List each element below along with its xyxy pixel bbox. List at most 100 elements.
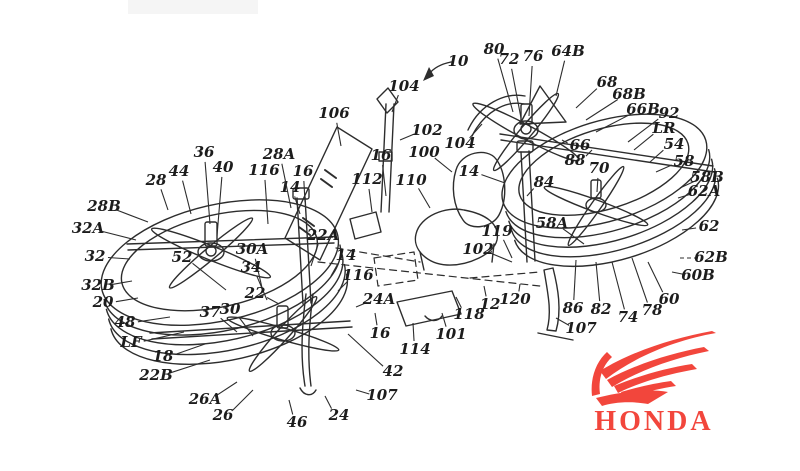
leader-line-104 bbox=[469, 123, 483, 139]
leader-line-26 bbox=[232, 389, 254, 411]
ref-numeral-14: 14 bbox=[459, 162, 480, 180]
leader-line-14 bbox=[481, 174, 506, 184]
ref-numeral-60B: 60B bbox=[681, 266, 715, 284]
leader-line-120 bbox=[518, 283, 521, 292]
leader-line-68B bbox=[585, 99, 619, 121]
ref-numeral-66B: 66B bbox=[626, 100, 660, 118]
leader-line-114 bbox=[412, 322, 415, 342]
backrest bbox=[452, 94, 526, 228]
right-landing-leg bbox=[537, 267, 574, 341]
leader-line-100 bbox=[434, 157, 453, 173]
leader-line-22A bbox=[310, 244, 319, 267]
ref-numeral-14: 14 bbox=[280, 178, 301, 196]
ref-numeral-68B: 68B bbox=[612, 85, 646, 103]
ref-numeral-114: 114 bbox=[399, 340, 430, 358]
scan-artifact-strip bbox=[128, 0, 258, 14]
leader-line-32A bbox=[100, 230, 137, 241]
left-steering-mast bbox=[292, 187, 312, 305]
ref-numeral-92: 92 bbox=[659, 104, 680, 122]
leader-line-80 bbox=[497, 58, 514, 113]
ref-numeral-LF: LF bbox=[119, 333, 143, 351]
ref-numeral-66: 66 bbox=[570, 136, 591, 154]
left-front-rotor bbox=[150, 217, 272, 289]
ref-numeral-82: 82 bbox=[591, 300, 612, 318]
ref-numeral-36: 36 bbox=[194, 143, 215, 161]
leader-line-24A bbox=[355, 302, 367, 308]
ref-numeral-102: 102 bbox=[411, 121, 442, 139]
ref-numeral-22: 22 bbox=[244, 284, 266, 302]
ref-numeral-74: 74 bbox=[618, 308, 639, 326]
leader-line-58B bbox=[679, 180, 696, 189]
windshield bbox=[284, 126, 373, 261]
ref-numeral-106: 106 bbox=[318, 104, 350, 122]
leader-line-32 bbox=[107, 256, 131, 260]
leader-line-60 bbox=[647, 261, 664, 293]
ref-numeral-62B: 62B bbox=[694, 248, 728, 266]
ref-numeral-20: 20 bbox=[92, 293, 114, 311]
leader-line-112 bbox=[368, 188, 373, 213]
leader-line-22 bbox=[266, 296, 280, 305]
seat bbox=[414, 208, 499, 271]
ref-numeral-107: 107 bbox=[565, 319, 597, 337]
ref-numeral-32A: 32A bbox=[72, 219, 105, 237]
left-rear-rotor bbox=[226, 295, 340, 373]
leader-line-36 bbox=[204, 161, 211, 225]
leader-line-82 bbox=[595, 261, 601, 302]
leader-line-34 bbox=[256, 275, 268, 301]
ref-numeral-37: 37 bbox=[200, 303, 221, 321]
ref-numeral-68: 68 bbox=[597, 73, 618, 91]
ref-numeral-120: 120 bbox=[499, 290, 531, 308]
ref-numeral-116: 116 bbox=[342, 266, 374, 284]
ref-numeral-16: 16 bbox=[370, 324, 391, 342]
honda-wing-icon bbox=[591, 331, 716, 406]
leader-line-32B bbox=[110, 280, 133, 286]
ref-numeral-18: 18 bbox=[153, 347, 174, 365]
ref-numeral-62: 62 bbox=[699, 217, 720, 235]
ref-numeral-16: 16 bbox=[293, 162, 314, 180]
leader-line-37 bbox=[220, 317, 238, 333]
leader-line-86 bbox=[573, 259, 577, 301]
ref-numeral-26: 26 bbox=[212, 406, 234, 424]
leader-line-62 bbox=[681, 227, 697, 231]
leader-line-107 bbox=[355, 389, 370, 395]
leader-line-110 bbox=[418, 188, 431, 209]
leader-line-116 bbox=[337, 281, 348, 292]
honda-wordmark: HONDA bbox=[594, 406, 713, 437]
ref-numeral-16: 16 bbox=[371, 146, 392, 164]
leader-line-68 bbox=[575, 88, 598, 109]
ref-numeral-28A: 28A bbox=[262, 145, 296, 163]
leader-line-40 bbox=[216, 176, 223, 237]
ref-numeral-24A: 24A bbox=[362, 290, 396, 308]
ref-numeral-104: 104 bbox=[388, 77, 419, 95]
ref-numeral-80: 80 bbox=[484, 40, 505, 58]
ref-numeral-28: 28 bbox=[145, 171, 167, 189]
ref-numeral-58: 58 bbox=[674, 152, 695, 170]
leader-line-28A bbox=[281, 163, 292, 209]
ref-numeral-44: 44 bbox=[169, 162, 190, 180]
ref-numeral-101: 101 bbox=[435, 325, 466, 343]
leader-line-44 bbox=[182, 180, 192, 215]
ref-numeral-119: 119 bbox=[481, 222, 513, 240]
leader-line-52 bbox=[192, 262, 227, 291]
ref-numeral-112: 112 bbox=[351, 170, 382, 188]
ref-numeral-62A: 62A bbox=[688, 182, 721, 200]
leader-line-66B bbox=[595, 113, 632, 133]
ref-numeral-107: 107 bbox=[366, 386, 398, 404]
leader-line-48 bbox=[137, 316, 171, 323]
leader-line-24 bbox=[324, 395, 333, 409]
leader-line-30 bbox=[238, 316, 254, 337]
ref-numeral-10: 10 bbox=[448, 52, 469, 70]
leader-line-101 bbox=[441, 312, 447, 327]
leader-line-46 bbox=[288, 399, 294, 415]
ref-numeral-72: 72 bbox=[499, 50, 520, 68]
leader-line-42 bbox=[347, 333, 384, 367]
leader-line-74 bbox=[611, 261, 625, 310]
leader-line-28B bbox=[116, 209, 149, 223]
ref-numeral-118: 118 bbox=[453, 305, 485, 323]
ref-numeral-76: 76 bbox=[523, 47, 544, 65]
ref-numeral-88: 88 bbox=[565, 151, 586, 169]
leader-line-107 bbox=[555, 317, 570, 326]
leader-line-20 bbox=[115, 297, 139, 303]
